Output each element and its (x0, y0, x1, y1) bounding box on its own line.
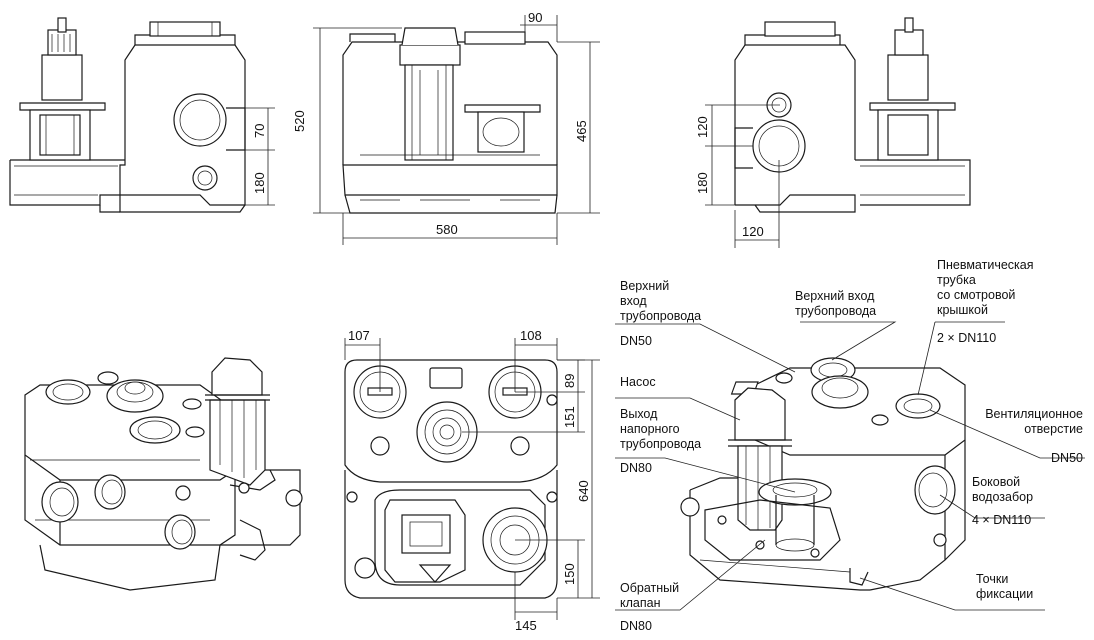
svg-text:фиксации: фиксации (976, 587, 1033, 601)
label-discharge-dn: DN80 (620, 461, 652, 475)
label-side-inlet: Боковой водозабор 4 × DN110 (972, 475, 1033, 527)
svg-text:крышкой: крышкой (937, 303, 988, 317)
svg-text:со смотровой: со смотровой (937, 288, 1015, 302)
label-fixing-points: Точки фиксации (976, 572, 1033, 601)
label-check-valve: Обратный клапан DN80 (620, 581, 679, 633)
leader-lines (615, 321, 1085, 611)
label-pneumatic-tube: Пневматическая трубка со смотровой крышк… (937, 258, 1034, 345)
label-upper-inlet-center: Верхний вход трубопровода (795, 289, 876, 318)
label-side-inlet-dn: 4 × DN110 (972, 513, 1031, 527)
dim-left-70: 70 (252, 124, 267, 138)
svg-text:Верхний вход: Верхний вход (795, 289, 875, 303)
dim-front-465: 465 (574, 120, 589, 142)
dim-front-580: 580 (436, 222, 458, 237)
dim-left-180: 180 (252, 172, 267, 194)
svg-text:трубка: трубка (937, 273, 976, 287)
top-view (344, 338, 600, 620)
svg-text:вход: вход (620, 294, 647, 308)
svg-text:Выход: Выход (620, 407, 658, 421)
dim-top-151: 151 (562, 406, 577, 428)
dim-top-640: 640 (576, 480, 591, 502)
svg-text:трубопровода: трубопровода (620, 309, 701, 323)
svg-text:трубопровода: трубопровода (795, 304, 876, 318)
dim-top-89: 89 (562, 374, 577, 388)
svg-text:Обратный: Обратный (620, 581, 679, 595)
label-check-valve-dn: DN80 (620, 619, 652, 633)
label-upper-inlet-left-dn: DN50 (620, 334, 652, 348)
label-pneumatic-dn: 2 × DN110 (937, 331, 996, 345)
label-pump: Насос (620, 375, 656, 389)
dim-right-120-top: 120 (695, 116, 710, 138)
svg-text:клапан: клапан (620, 596, 661, 610)
label-vent: Вентиляционное отверстие DN50 (985, 407, 1083, 465)
dim-front-90: 90 (528, 10, 542, 25)
svg-text:Насос: Насос (620, 375, 656, 389)
svg-text:водозабор: водозабор (972, 490, 1033, 504)
dim-top-108: 108 (520, 328, 542, 343)
dim-top-145: 145 (515, 618, 537, 633)
svg-text:трубопровода: трубопровода (620, 437, 701, 451)
svg-text:отверстие: отверстие (1024, 422, 1083, 436)
svg-text:Пневматическая: Пневматическая (937, 258, 1034, 272)
label-discharge: Выход напорного трубопровода DN80 (620, 407, 701, 475)
svg-text:напорного: напорного (620, 422, 680, 436)
label-vent-dn: DN50 (1051, 451, 1083, 465)
isometric-view-right (680, 357, 966, 591)
dim-front-520: 520 (292, 110, 307, 132)
svg-text:Верхний: Верхний (620, 279, 669, 293)
svg-text:Боковой: Боковой (972, 475, 1020, 489)
svg-text:Вентиляционное: Вентиляционное (985, 407, 1083, 421)
svg-text:Точки: Точки (976, 572, 1008, 586)
label-upper-inlet-left: Верхний вход трубопровода DN50 (620, 279, 701, 348)
side-view-right (705, 17, 971, 248)
front-view (313, 15, 600, 245)
dim-top-107: 107 (348, 328, 370, 343)
isometric-view-left (24, 357, 303, 591)
dim-right-180: 180 (695, 172, 710, 194)
dim-right-120-bottom: 120 (742, 224, 764, 239)
dim-top-150: 150 (562, 563, 577, 585)
side-view-left (9, 17, 275, 213)
